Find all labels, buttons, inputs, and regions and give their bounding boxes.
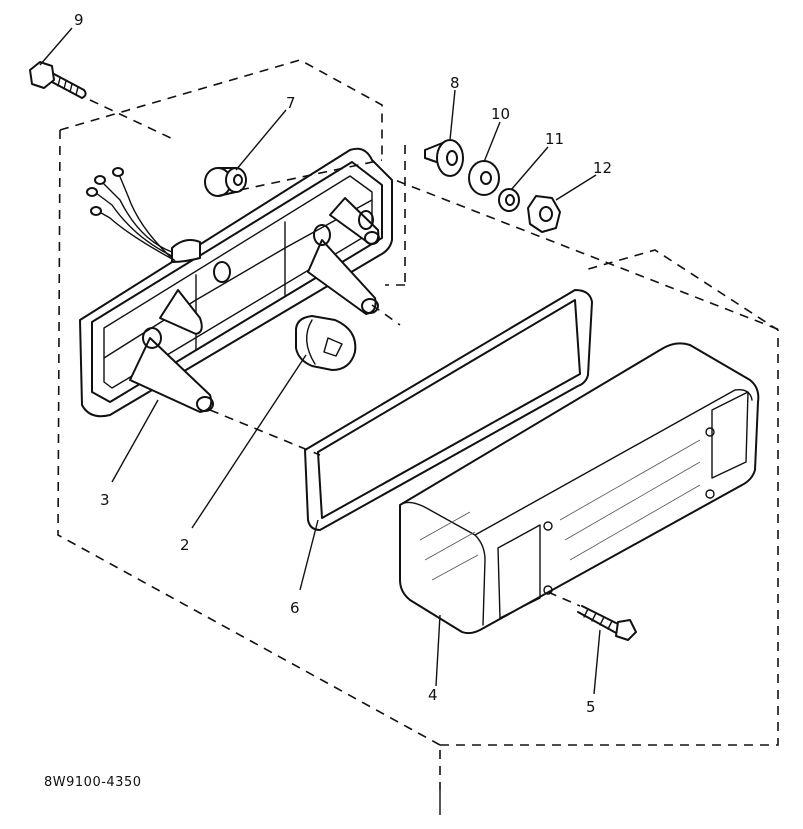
bulb-part-2 (294, 315, 357, 371)
callout-8: 8 (450, 74, 460, 92)
callout-leaders (39, 27, 601, 815)
lockwasher-part-11 (498, 188, 520, 212)
nut-part-12 (527, 195, 561, 233)
grommet-part-7 (204, 167, 247, 197)
callout-10: 10 (491, 105, 510, 123)
lens-part-4 (399, 342, 760, 635)
callout-11: 11 (545, 130, 564, 148)
drawing-code: 8W9100-4350 (44, 775, 141, 790)
callout-7: 7 (286, 94, 296, 112)
callout-6: 6 (290, 599, 300, 617)
callout-2: 2 (180, 536, 190, 554)
assembly-boundary-upper (57, 59, 441, 746)
washer-part-10 (468, 160, 500, 196)
callout-12: 12 (593, 159, 612, 177)
bolt-part-9 (29, 61, 176, 141)
collar-part-8 (424, 139, 464, 177)
callout-9: 9 (74, 11, 84, 29)
screw-part-5 (547, 591, 637, 641)
gasket-part-6 (304, 289, 593, 531)
callout-5: 5 (586, 698, 596, 716)
callout-labels: 9 7 8 10 11 12 3 2 6 4 5 8W9100-4350 (44, 11, 612, 790)
housing-part-3 (79, 147, 393, 418)
callout-4: 4 (428, 686, 438, 704)
assembly-boundary-lower (381, 174, 781, 746)
callout-3: 3 (100, 491, 110, 509)
assembly-guides (209, 159, 441, 790)
